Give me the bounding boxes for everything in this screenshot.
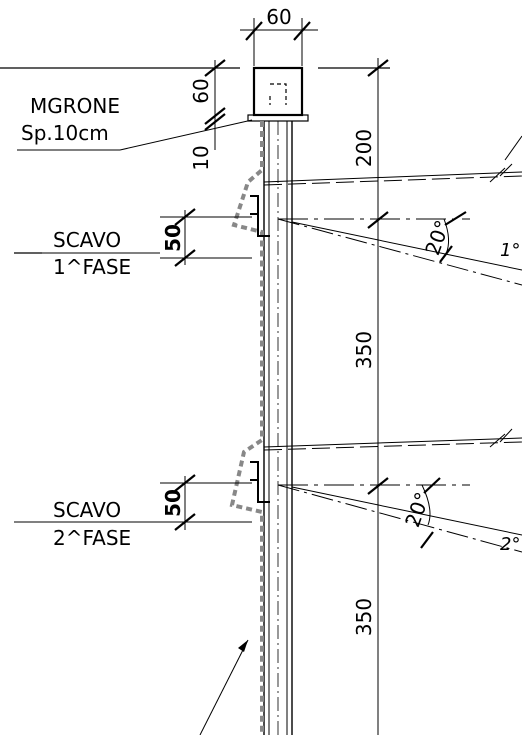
magrone-thickness: Sp.10cm — [21, 121, 109, 145]
angle2-label: 20° — [400, 489, 435, 531]
bottom-segment-label: 350 — [352, 598, 376, 636]
angle2-tick-bottom — [420, 531, 434, 549]
bottom-leader-arrow — [238, 640, 248, 652]
anchor2-line-a — [263, 437, 522, 448]
anchor1-line-lower — [291, 221, 522, 271]
scavo2-depth-label: 50 — [161, 489, 185, 517]
scavo1-tick-top — [174, 208, 196, 226]
anchor1-edge-mark — [489, 163, 513, 183]
left-tick-top — [204, 59, 226, 77]
top-right-leader — [504, 135, 522, 161]
middle-segment-label: 350 — [352, 331, 376, 369]
cap-tick-right — [293, 21, 311, 41]
angle2-tick-top — [423, 477, 441, 494]
angle2-arc — [421, 484, 431, 526]
anchor2-line-b — [263, 441, 522, 451]
lean-layer-label: 10 — [189, 145, 213, 170]
excavation-profile — [229, 121, 264, 735]
capping-beam — [252, 66, 304, 117]
anchor1-centerline — [277, 218, 522, 286]
right-tick-1 — [367, 211, 389, 229]
bottom-leader — [199, 639, 249, 735]
anchor2-tag: 2° — [500, 534, 520, 555]
magrone-leader — [119, 119, 253, 151]
anchor2-line-lower — [291, 486, 522, 536]
anchor2-centerline — [277, 484, 522, 553]
scavo1-depth-label: 50 — [161, 224, 185, 252]
angle1-tick-bottom — [439, 245, 453, 263]
left-tick-mid — [204, 107, 226, 125]
scavo1-tick-bottom — [174, 249, 196, 267]
scavo2-line1: SCAVO — [53, 498, 121, 522]
anchor1-line-b — [263, 175, 522, 186]
left-tick-low — [204, 113, 226, 131]
anchor2-edge-mark — [489, 428, 513, 448]
scavo1-line2: 1^FASE — [53, 255, 131, 279]
right-tick-top — [367, 59, 389, 77]
top-segment-label: 200 — [352, 129, 376, 167]
scavo2-tick-bottom — [174, 513, 196, 531]
waler-2 — [250, 461, 270, 503]
magrone-title: MGRONE — [30, 94, 120, 118]
right-tick-2 — [367, 477, 389, 495]
capping-rebar — [269, 83, 287, 105]
angle1-tick-top — [444, 211, 467, 226]
cap-tick-left — [245, 21, 263, 41]
scavo1-line1: SCAVO — [53, 228, 121, 252]
cap-height-label: 60 — [189, 78, 213, 103]
anchor1-tag: 1° — [500, 240, 520, 261]
cap-width-label: 60 — [266, 5, 291, 29]
anchor1-line-a — [263, 171, 522, 183]
scavo2-tick-top — [174, 474, 196, 492]
scavo2-line2: 2^FASE — [53, 526, 131, 550]
waler-1 — [250, 195, 270, 237]
